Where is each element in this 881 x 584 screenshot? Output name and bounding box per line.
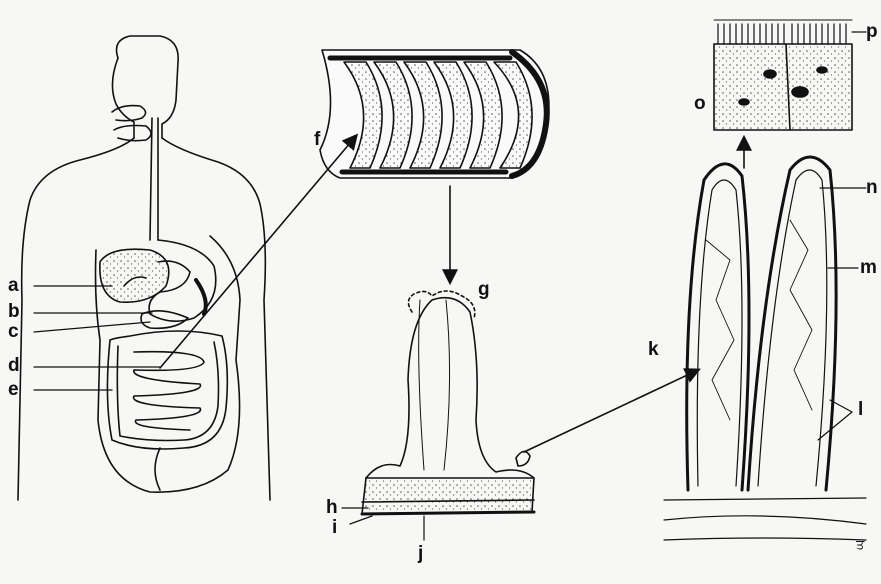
villus-section (362, 291, 534, 514)
label-l: l (858, 400, 863, 419)
label-f: f (314, 130, 320, 149)
corner-mark: ਤ (856, 538, 864, 551)
microvilli (718, 24, 846, 44)
label-j: j (418, 544, 423, 563)
label-h: h (326, 498, 338, 517)
label-p: p (866, 22, 878, 41)
epithelial-cells (714, 20, 852, 130)
villi-detail (664, 157, 866, 540)
label-n: n (866, 178, 878, 197)
label-i: i (332, 518, 337, 537)
label-m: m (860, 258, 877, 277)
label-k: k (648, 340, 659, 359)
oral-cavity (112, 106, 151, 141)
label-g: g (478, 280, 490, 299)
label-e: e (8, 380, 19, 399)
label-a: a (8, 276, 19, 295)
esophagus (150, 118, 158, 240)
label-c: c (8, 322, 19, 341)
label-d: d (8, 356, 20, 375)
intestine-section (320, 50, 549, 178)
small-intestine (134, 352, 204, 430)
large-intestine (107, 331, 227, 490)
liver (100, 249, 169, 302)
label-o: o (694, 94, 706, 113)
label-b: b (8, 302, 20, 321)
connecting-arrows (160, 136, 744, 452)
